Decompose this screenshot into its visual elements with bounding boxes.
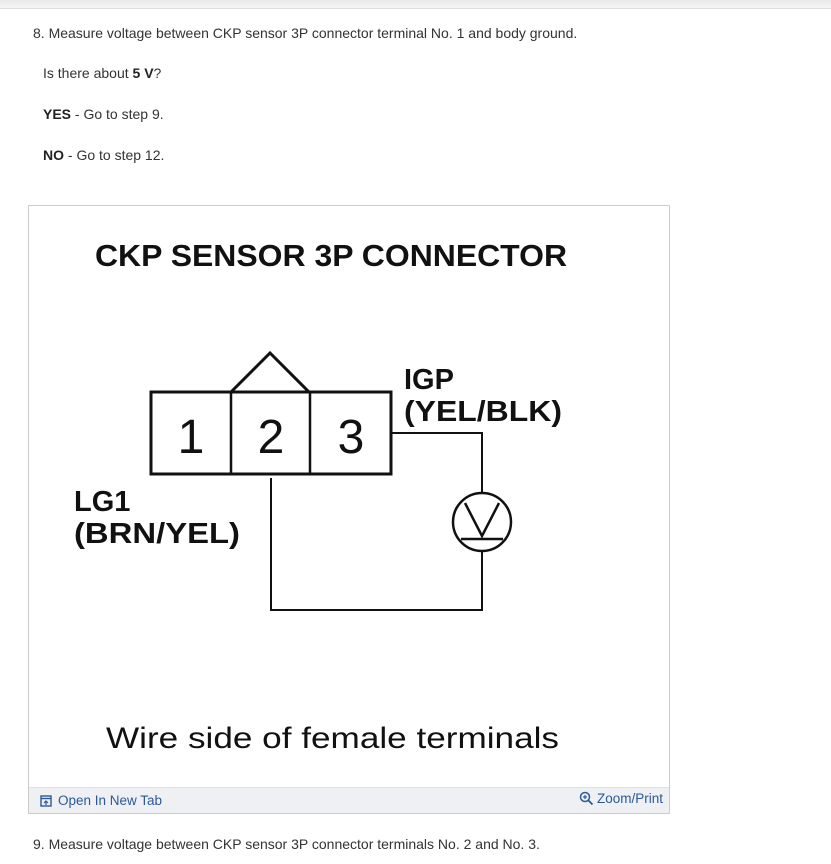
no-label: NO: [43, 147, 64, 163]
open-in-new-tab-label: Open In New Tab: [58, 793, 163, 808]
connector-body: [149, 390, 393, 476]
igp-wire-color: (YEL/BLK): [404, 396, 562, 428]
wire-terminal-3-to-meter: [391, 432, 483, 493]
question-suffix: ?: [153, 65, 162, 81]
zoom-print-link[interactable]: Zoom/Print: [579, 791, 663, 806]
lg1-label: LG1: [74, 486, 130, 518]
step-8-text: 8. Measure voltage between CKP sensor 3P…: [33, 25, 578, 41]
figure-toolbar: Open In New Tab Zoom/Print: [29, 787, 669, 813]
no-branch: NO - Go to step 12.: [43, 146, 164, 164]
yes-branch: YES - Go to step 9.: [43, 105, 164, 123]
diagram-caption: Wire side of female terminals: [106, 722, 559, 755]
magnifier-icon: [579, 791, 594, 806]
step-8-question: Is there about 5 V?: [43, 64, 161, 82]
step-9-text: 9. Measure voltage between CKP sensor 3P…: [33, 836, 540, 852]
voltmeter-icon: [451, 491, 513, 553]
open-in-new-tab-link[interactable]: Open In New Tab: [40, 793, 162, 808]
question-prefix: Is there about: [43, 65, 133, 81]
diagram-title: CKP SENSOR 3P CONNECTOR: [95, 238, 567, 273]
igp-label: IGP: [404, 364, 454, 396]
connector-diagram: CKP SENSOR 3P CONNECTOR 1 2 3 IGP (YEL/B…: [74, 238, 567, 755]
yes-text: - Go to step 9.: [71, 106, 164, 122]
no-text: - Go to step 12.: [64, 147, 165, 163]
wire-terminal-2-to-meter: [270, 478, 483, 611]
terminal-3-label: 3: [338, 411, 365, 464]
zoom-print-label: Zoom/Print: [596, 791, 663, 806]
top-shadow-bar: [0, 0, 831, 9]
lg1-wire-color: (BRN/YEL): [74, 518, 240, 550]
connector-figure: CKP SENSOR 3P CONNECTOR 1 2 3 IGP (YEL/B…: [28, 205, 670, 814]
terminal-2-label: 2: [258, 411, 285, 464]
connector-key: [229, 350, 311, 394]
question-value: 5 V: [132, 65, 154, 81]
yes-label: YES: [43, 106, 72, 122]
open-new-tab-icon: [40, 794, 52, 807]
terminal-1-label: 1: [178, 411, 205, 464]
